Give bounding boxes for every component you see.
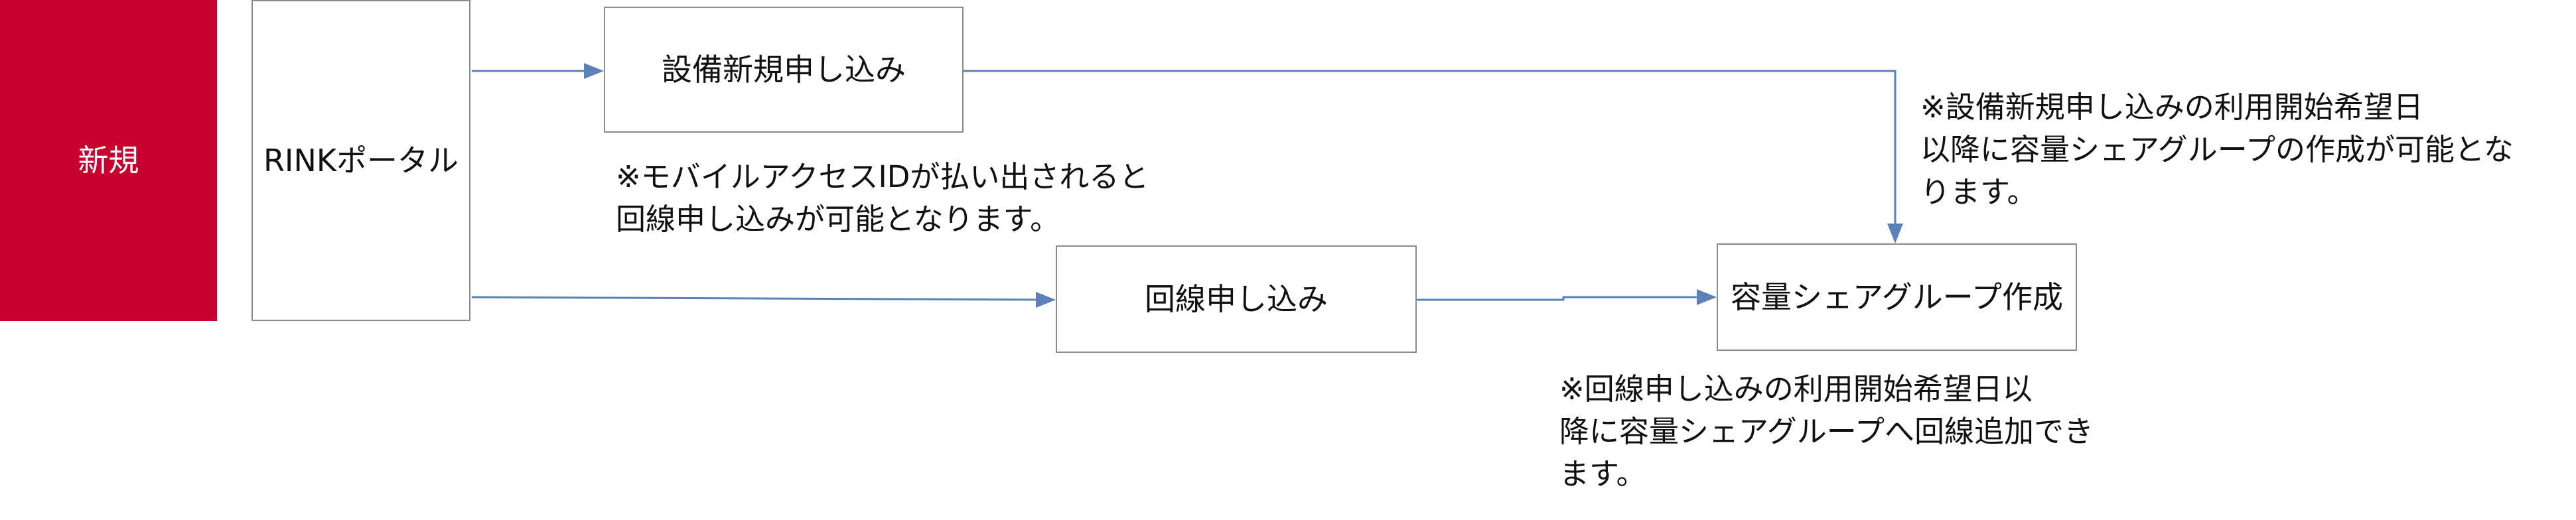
- line-note-line-2: 降に容量シェアグループへ回線追加でき: [1559, 414, 2094, 449]
- arrowhead-group-left: [1697, 289, 1717, 305]
- equipment-schedule-note: ※設備新規申し込みの利用開始希望日 以降に容量シェアグループの作成が可能とな り…: [1920, 86, 2557, 214]
- line-application-label: 回線申し込み: [1145, 281, 1328, 317]
- group-creation-box: 容量シェアグループ作成: [1717, 243, 2077, 351]
- mobile-access-note: ※モバイルアクセスIDが払い出されると 回線申し込みが可能となります。: [616, 156, 1200, 241]
- new-label: 新規: [78, 143, 139, 178]
- arrow-equipment-to-group: [964, 70, 1896, 235]
- arrowhead-equipment: [584, 63, 604, 79]
- mobile-access-note-line-2: 回線申し込みが可能となります。: [616, 202, 1060, 237]
- arrowhead-group-top: [1887, 224, 1903, 243]
- group-creation-label: 容量シェアグループ作成: [1731, 279, 2063, 315]
- new-box: 新規: [0, 0, 217, 321]
- line-note-line-3: ます。: [1559, 456, 1646, 491]
- equipment-note-line-3: ります。: [1920, 174, 2037, 210]
- equipment-note-line-1: ※設備新規申し込みの利用開始希望日: [1920, 90, 2423, 125]
- arrowhead-line: [1036, 292, 1056, 308]
- line-application-box: 回線申し込み: [1056, 245, 1417, 353]
- portal-label: RINKポータル: [263, 143, 459, 178]
- arrow-line-to-group: [1417, 296, 1707, 301]
- line-note-line-1: ※回線申し込みの利用開始希望日以: [1559, 371, 2033, 407]
- equipment-application-label: 設備新規申し込み: [662, 52, 906, 88]
- equipment-application-box: 設備新規申し込み: [604, 7, 964, 133]
- portal-box: RINKポータル: [251, 0, 470, 321]
- equipment-note-line-2: 以降に容量シェアグループの作成が可能とな: [1920, 132, 2514, 167]
- line-schedule-note: ※回線申し込みの利用開始希望日以 降に容量シェアグループへ回線追加でき ます。: [1559, 368, 2143, 495]
- mobile-access-note-line-1: ※モバイルアクセスIDが払い出されると: [616, 159, 1149, 194]
- arrow-portal-to-line: [471, 296, 1047, 301]
